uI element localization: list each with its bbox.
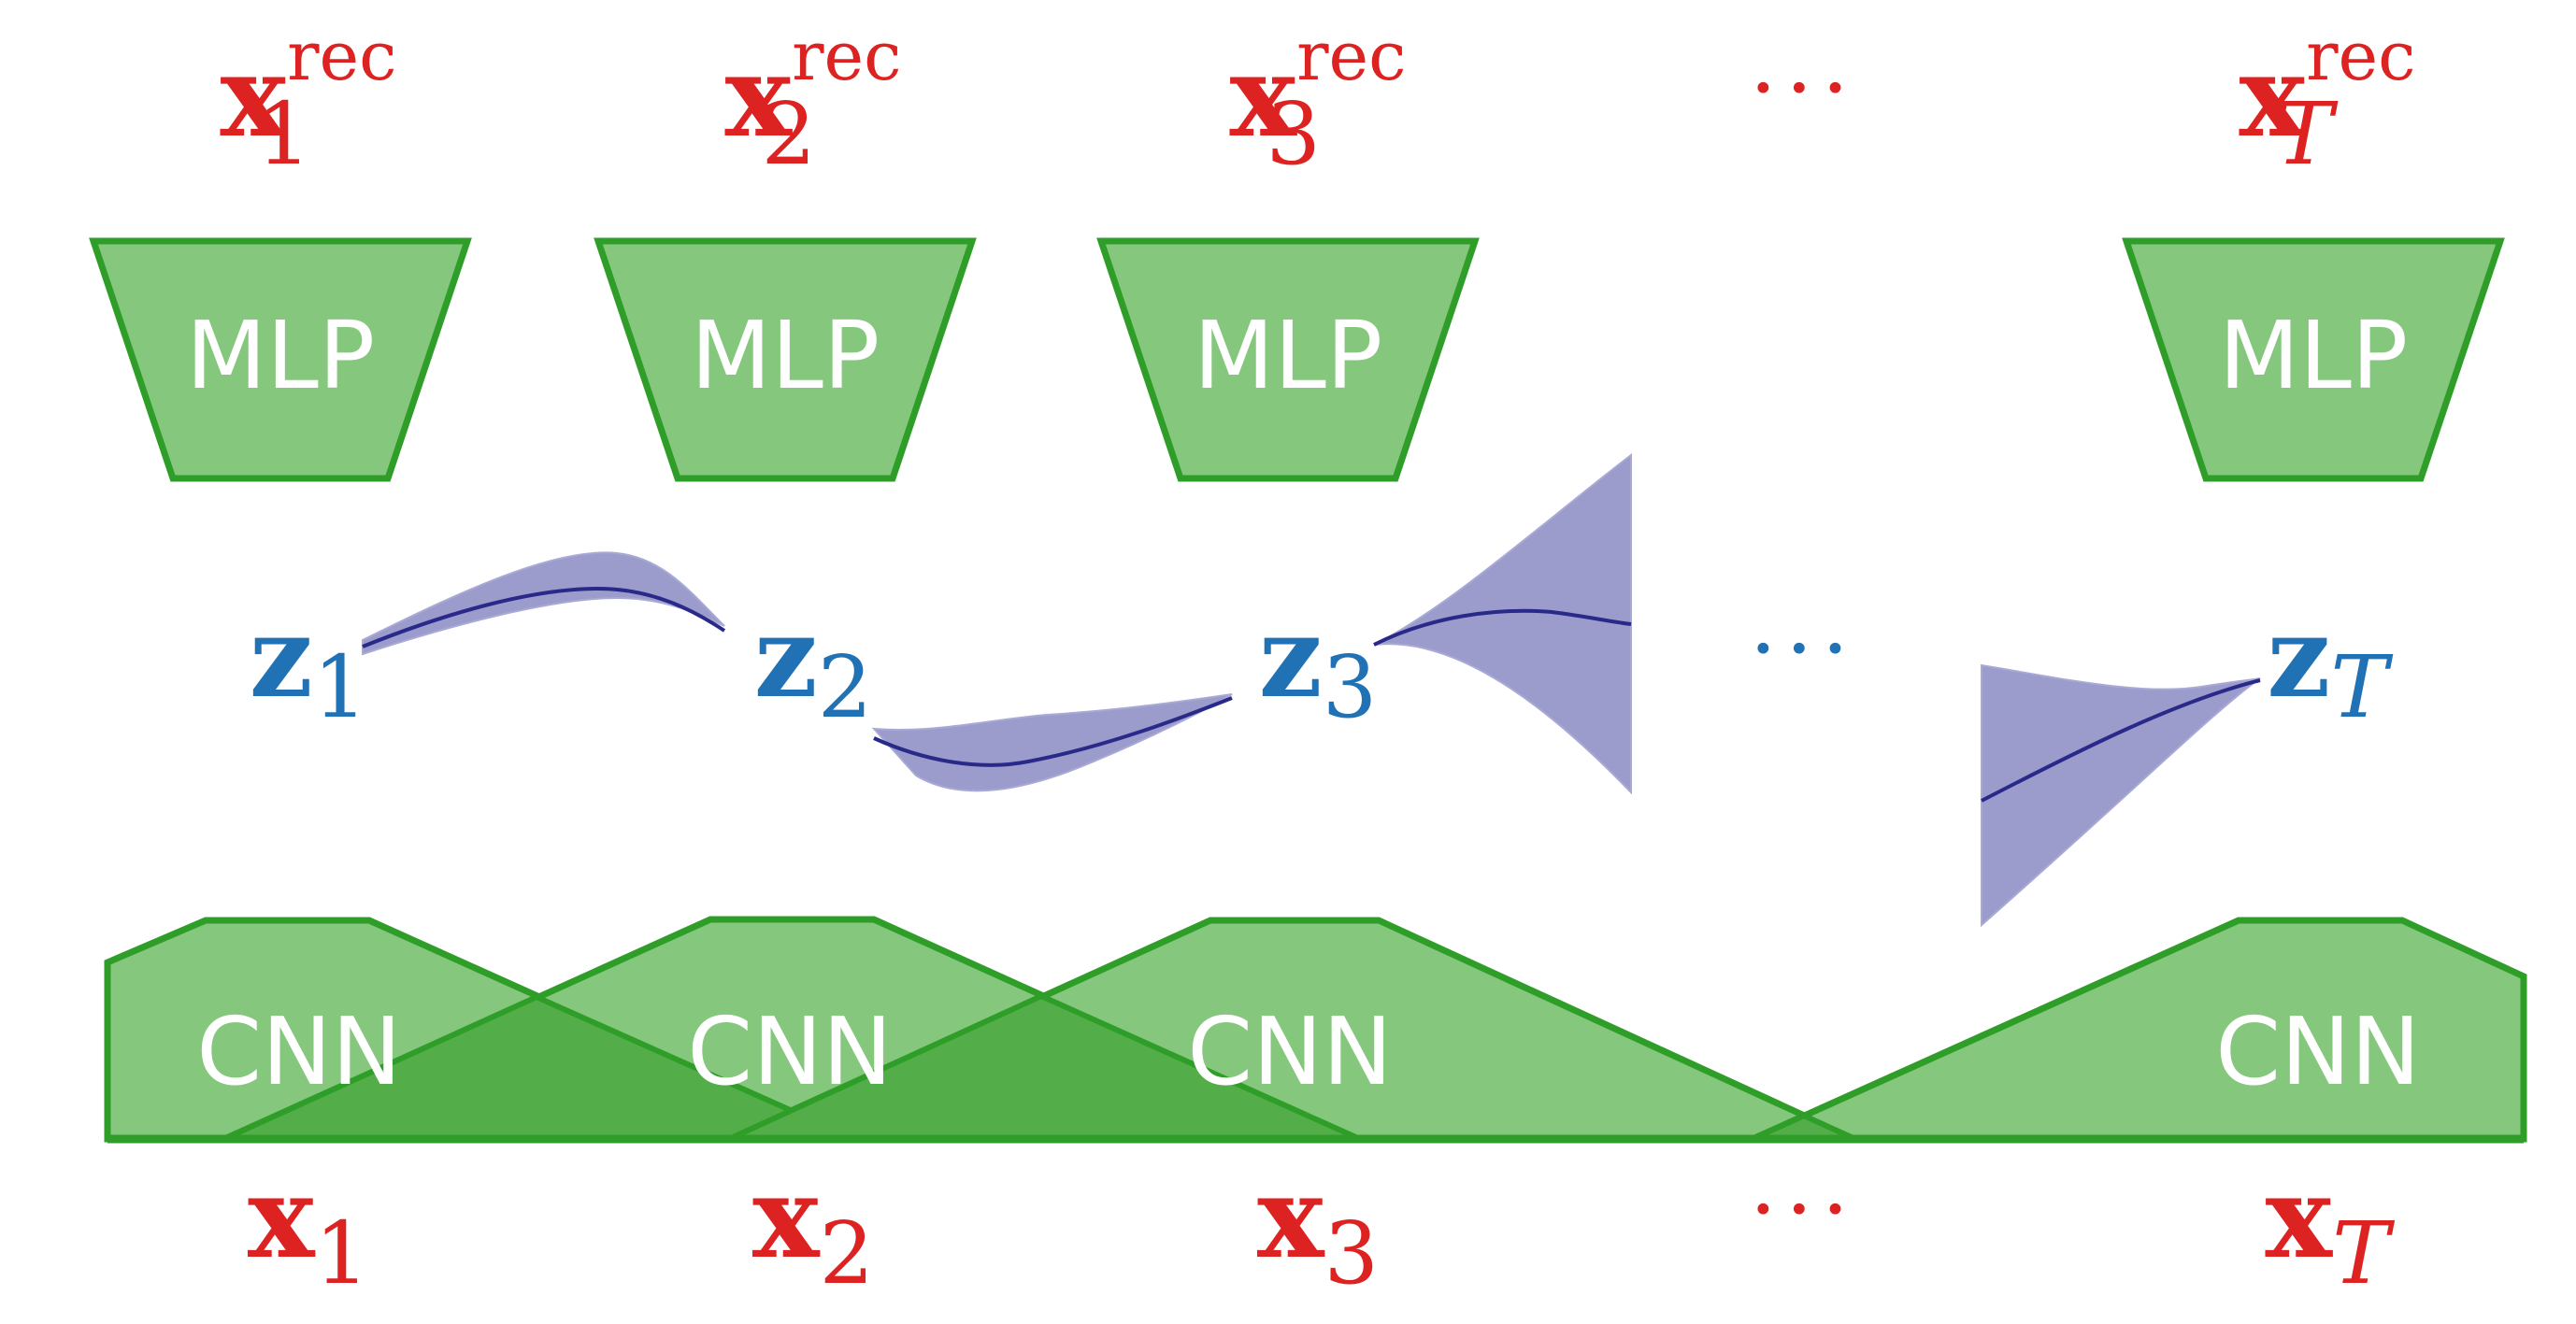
mean-trajectory-3-forecast [1373,608,1632,647]
latent-label-1: z1 [250,591,368,737]
input-label-1: x1 [248,1152,369,1303]
decoder-row: MLP MLP MLP MLP [89,237,2505,482]
mean-trajectory-T [1981,678,2261,803]
encoder-row: CNN CNN CNN CNN [104,916,2527,1144]
mlp-label-4: MLP [2219,301,2408,410]
reconstruction-label-ellipsis: ··· [1750,39,1858,137]
uncertainty-band-3-forecast [1373,452,1632,795]
mean-trajectory-1-2 [362,586,726,648]
input-label-ellipsis: ··· [1750,1160,1858,1259]
mlp-label-3: MLP [1194,301,1382,410]
uncertainty-band-1-2 [362,551,725,656]
latent-label-ellipsis: ··· [1750,600,1858,698]
uncertainty-band-T [1981,663,2261,928]
latent-label-2: z2 [754,591,873,737]
mlp-decoder-3 [1096,237,1480,482]
input-label-T: xT [2266,1152,2396,1303]
input-row: x1 x2 x3 ··· xT [248,1152,2395,1303]
input-label-3: x3 [1257,1152,1379,1303]
cnn-label-1: CNN [196,997,401,1106]
uncertainty-band-2-3 [871,693,1233,792]
mlp-label-1: MLP [186,301,375,410]
mlp-label-2: MLP [691,301,880,410]
latent-label-T: zT [2267,591,2393,737]
cnn-label-4: CNN [2215,997,2420,1106]
mlp-decoder-1 [89,237,472,482]
mlp-decoder-2 [594,237,977,482]
cnn-label-3: CNN [1187,997,1392,1106]
input-label-2: x2 [752,1152,874,1303]
mean-trajectory-2-3 [873,696,1233,767]
latent-trajectories [362,452,2261,928]
latent-label-3: z3 [1259,591,1378,737]
latent-row: z1 z2 z3 ··· zT [250,591,2394,737]
cnn-label-2: CNN [687,997,892,1106]
mlp-decoder-4 [2122,237,2505,482]
